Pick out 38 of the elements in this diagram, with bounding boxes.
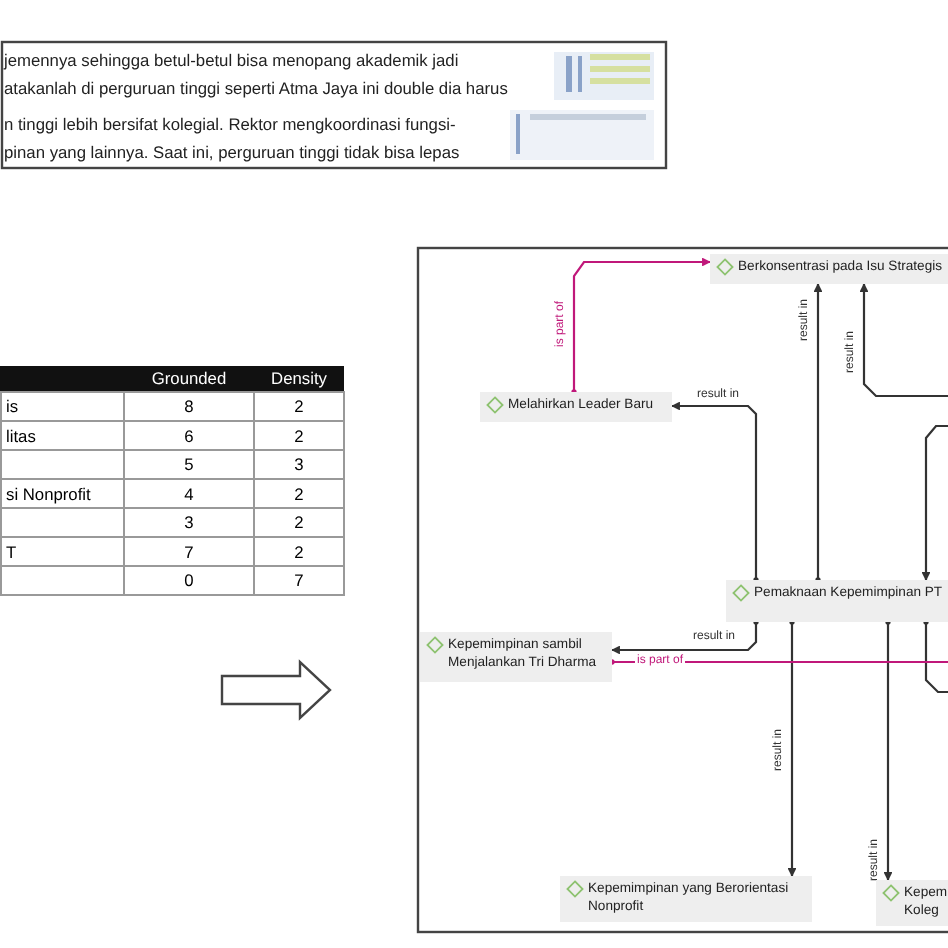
concept-box xyxy=(560,876,812,922)
connector-arrow xyxy=(787,619,797,877)
connector-arrow xyxy=(921,424,948,581)
connector-arrow xyxy=(859,283,948,398)
column-header: Grounded xyxy=(149,366,229,392)
table-cell-text: 6 xyxy=(182,423,196,449)
table-cell-text: 3 xyxy=(182,510,196,536)
connector-arrow xyxy=(813,283,823,583)
table-cell-text: 8 xyxy=(182,394,196,420)
concept-box xyxy=(480,392,672,422)
paragraph-text: atakanlah di perguruan tinggi seperti Atma Jaya ini double dia harus xyxy=(4,78,508,98)
table-cell-text: is xyxy=(4,394,21,420)
table-cell-text: 2 xyxy=(292,394,306,420)
concept-box xyxy=(726,580,948,622)
connector-arrow xyxy=(571,257,711,395)
table-cell-text: 5 xyxy=(182,452,196,478)
table-cell-text: 0 xyxy=(182,568,196,594)
paragraph-text: pinan yang lainnya. Saat ini, perguruan tinggi tidak bisa lepas xyxy=(4,142,460,162)
connector-arrow xyxy=(611,619,759,655)
concept-box xyxy=(710,254,948,284)
connector-arrow xyxy=(883,619,893,881)
table-cell-text: 3 xyxy=(292,452,306,478)
table-cell-text: si Nonprofit xyxy=(4,481,93,508)
concept-box xyxy=(420,632,612,682)
table-cell-text: 2 xyxy=(292,510,306,536)
table-cell-text: 2 xyxy=(292,481,306,507)
table-cell-text: 2 xyxy=(292,423,306,449)
table-cell-text: 2 xyxy=(292,539,306,565)
concept-box xyxy=(876,880,948,926)
table-cell-text: 7 xyxy=(182,539,196,565)
connector-arrow xyxy=(671,401,759,583)
table-cell-text: 7 xyxy=(292,568,306,594)
table-cell-text: litas xyxy=(4,423,38,449)
paragraph-text: n tinggi lebih bersifat kolegial. Rektor mengkoordinasi fungsi- xyxy=(4,114,456,134)
column-header: Density xyxy=(269,366,329,392)
paragraph-text: jemennya sehingga betul-betul bisa menopang akademik jadi xyxy=(4,50,459,70)
table-cell-text: T xyxy=(4,539,19,565)
table-cell-text: 4 xyxy=(182,481,196,507)
